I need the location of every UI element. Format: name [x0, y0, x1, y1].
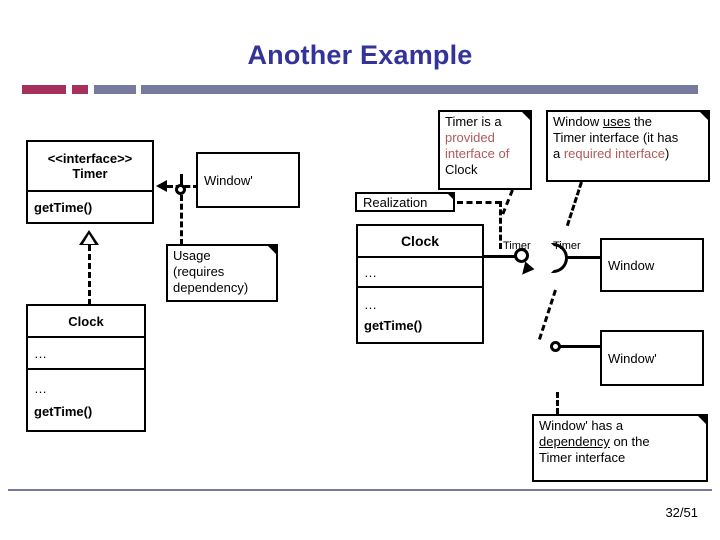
- note-usage: Usage (requires dependency): [166, 244, 278, 302]
- note-uses-line3-plain: a: [553, 146, 564, 161]
- window-prime-dependency-socket: [550, 341, 561, 352]
- class-box-window-right[interactable]: Window: [600, 238, 704, 292]
- provided-interface-lollipop: [514, 248, 529, 263]
- accent-bar-segment-4: [141, 85, 698, 94]
- dependency-arrowhead-to-timer: [156, 180, 167, 192]
- timer-header-compartment: <<interface>> Timer: [28, 142, 152, 190]
- clock-left-name: Clock: [68, 313, 104, 329]
- note-usage-line3: dependency): [173, 280, 249, 295]
- provided-interface-label: Timer: [503, 240, 531, 252]
- note-realization: Realization: [355, 192, 455, 212]
- accent-bar-segment-3: [94, 85, 136, 94]
- note-usage-line1: Usage: [173, 248, 211, 263]
- accent-bar-segment-1: [22, 85, 66, 94]
- required-interface-socket-left: [175, 184, 186, 195]
- clock-left-operation-gettime: getTime(): [34, 404, 93, 419]
- page-number: 32/51: [665, 505, 698, 520]
- note-uses-line3: a required interface): [553, 146, 703, 162]
- note-uses-seg3: the: [630, 114, 653, 129]
- note-dependency-leader-line: [556, 392, 559, 414]
- class-box-window-prime-left[interactable]: Window': [196, 152, 300, 208]
- required-interface-label: Timer: [553, 240, 581, 252]
- note-provided-leader-line: [501, 189, 514, 215]
- provided-interface-stem: [484, 255, 516, 258]
- class-box-clock-right[interactable]: Clock … … getTime(): [356, 224, 484, 344]
- note-uses-leader-line: [565, 181, 583, 227]
- note-dependency-line2-underline: dependency: [539, 434, 610, 449]
- usage-dashed-line-vertical: [180, 195, 183, 245]
- clock-right-attributes: …: [358, 256, 482, 286]
- clock-right-operations: … getTime(): [358, 286, 482, 342]
- window-prime-left-header: Window': [198, 154, 298, 206]
- note-uses-seg2: uses: [602, 114, 631, 129]
- accent-bar-segment-2: [72, 85, 88, 94]
- note-dependency-line3: Timer interface: [539, 450, 626, 465]
- note-uses-line2: Timer interface (it has: [553, 130, 679, 145]
- page-title: Another Example: [247, 40, 473, 70]
- footer-divider: [8, 489, 712, 491]
- clock-left-operations: … getTime(): [28, 368, 144, 430]
- window-prime-dependency-dashed: [538, 289, 557, 340]
- note-uses-line3-highlight: required interface: [563, 146, 666, 161]
- note-provided-interface: Timer is a provided interface of Clock: [438, 110, 532, 190]
- note-uses-seg1: Window: [553, 114, 603, 129]
- realization-arrowhead-hollow-triangle: [79, 230, 99, 245]
- clock-left-attributes: …: [28, 336, 144, 368]
- clock-left-op-ellipsis: …: [34, 381, 47, 396]
- clock-left-attributes-text: …: [34, 345, 47, 361]
- note-uses-line1: Window uses the: [553, 114, 703, 130]
- window-prime-left-name: Window': [204, 172, 253, 188]
- note-dependency-line2: dependency on the: [539, 434, 701, 450]
- realization-label-connector-vertical: [499, 201, 502, 249]
- timer-stereotype: <<interface>>: [47, 151, 133, 166]
- dependency-riser: [180, 174, 183, 186]
- class-box-clock-left[interactable]: Clock … … getTime(): [26, 304, 146, 432]
- note-uses-interface: Window uses the Timer interface (it has …: [546, 110, 710, 182]
- timer-operation-gettime: getTime(): [34, 199, 93, 215]
- clock-right-op-ellipsis: …: [364, 297, 377, 312]
- clock-right-name: Clock: [400, 233, 440, 249]
- window-right-header: Window: [602, 240, 702, 290]
- window-prime-right-name: Window': [608, 350, 657, 366]
- note-provided-line1: Timer is a: [445, 114, 502, 129]
- timer-class-name: Timer: [72, 166, 108, 181]
- clock-right-operation-gettime: getTime(): [364, 318, 423, 333]
- window-prime-dependency-stem: [560, 345, 600, 348]
- clock-right-attributes-text: …: [364, 264, 377, 280]
- note-usage-line2: (requires: [173, 264, 225, 279]
- note-provided-line3: interface of: [445, 146, 510, 161]
- clock-left-header: Clock: [28, 306, 144, 336]
- required-interface-stem: [566, 256, 600, 259]
- clock-right-header: Clock: [358, 226, 482, 256]
- note-provided-line2: provided: [445, 130, 495, 145]
- note-realization-label: Realization: [363, 195, 428, 210]
- class-box-window-prime-right[interactable]: Window': [600, 330, 704, 386]
- window-prime-dependency-arrowhead: [517, 261, 535, 279]
- note-provided-line4: Clock: [445, 162, 478, 177]
- note-dependency-line1: Window' has a: [539, 418, 624, 433]
- class-box-timer-interface[interactable]: <<interface>> Timer getTime(): [26, 140, 154, 224]
- note-uses-line3-tail: ): [665, 146, 670, 161]
- note-dependency: Window' has a dependency on the Timer in…: [532, 414, 708, 482]
- window-prime-right-header: Window': [602, 332, 702, 384]
- realization-label-connector-horizontal: [457, 201, 501, 204]
- timer-operations-compartment: getTime(): [28, 190, 152, 222]
- note-dependency-line2-tail: on the: [609, 434, 650, 449]
- realization-dashed-line: [88, 245, 91, 305]
- window-right-name: Window: [608, 257, 655, 273]
